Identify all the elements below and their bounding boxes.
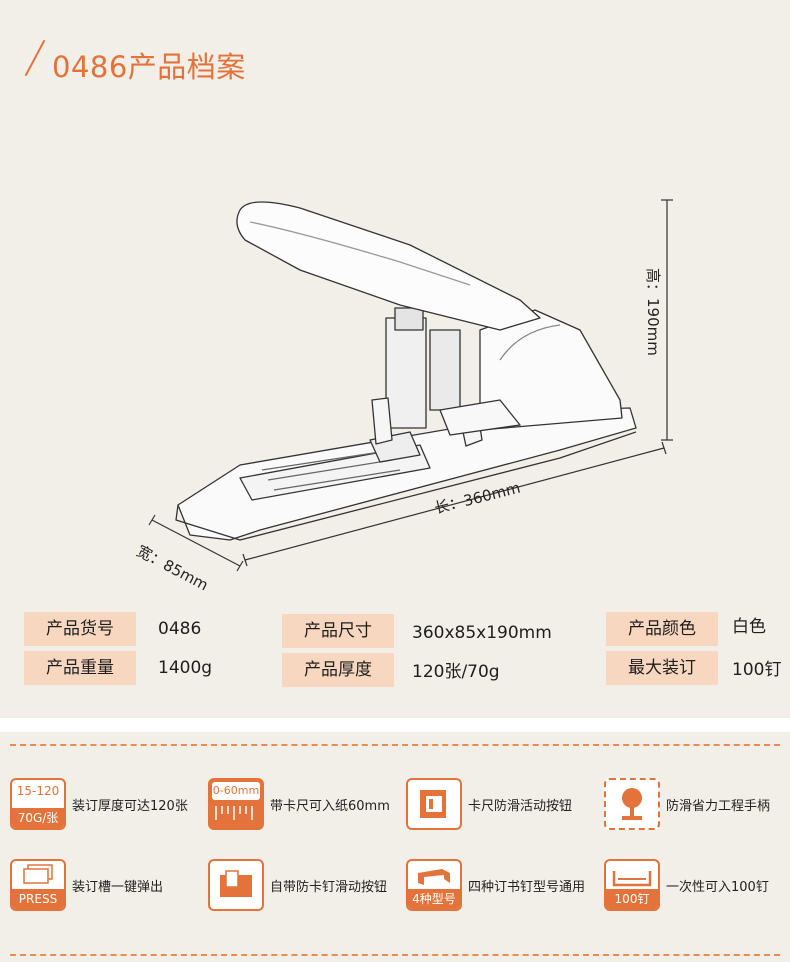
staple-types-icon-text: 4种型号	[408, 889, 460, 909]
feature-label: 带卡尺可入纸60mm	[270, 798, 390, 814]
features-bottom-border	[10, 954, 780, 956]
thickness-icon: 15-120 70G/张	[10, 776, 66, 832]
feature-staple-load: 100钉 一次性可入100钉	[604, 857, 769, 913]
feature-label: 卡尺防滑活动按钮	[468, 798, 573, 814]
spec-value-weight: 1400g	[158, 658, 213, 678]
spec-value-color: 白色	[732, 617, 766, 637]
page-title: 0486产品档案	[52, 50, 246, 84]
anti-slip-clip-icon	[406, 776, 462, 832]
spec-label-color: 产品颜色	[606, 612, 718, 646]
spec-value-size: 360x85x190mm	[412, 623, 552, 643]
ruler-icon: 0-60mm	[208, 776, 264, 832]
ruler-icon-range: 0-60mm	[212, 782, 260, 800]
eject-tray-icon-text: PRESS	[12, 889, 64, 909]
feature-ruler: 0-60mm 带卡尺可入纸60mm	[208, 776, 390, 832]
feature-label: 装订厚度可达120张	[72, 798, 188, 814]
features-top-border	[10, 744, 780, 746]
feature-label: 四种订书钉型号通用	[468, 879, 586, 895]
spec-value-item-number: 0486	[158, 619, 202, 639]
feature-label: 自带防卡钉滑动按钮	[270, 879, 388, 895]
feature-anti-slip-clip: 卡尺防滑活动按钮	[406, 776, 572, 832]
staple-types-icon: 4种型号	[406, 857, 462, 913]
spec-value-max-staples: 100钉	[732, 660, 782, 680]
thickness-icon-unit: 70G/张	[12, 808, 64, 828]
slide-button-icon	[208, 857, 264, 913]
eject-tray-icon: PRESS	[10, 857, 66, 913]
feature-eject-tray: PRESS 装订槽一键弹出	[10, 857, 163, 913]
spec-label-thickness: 产品厚度	[282, 653, 394, 687]
section-divider	[0, 718, 790, 732]
height-dimension-label: 高：190mm	[644, 268, 662, 356]
spec-label-weight: 产品重量	[24, 651, 136, 685]
thickness-icon-range: 15-120	[16, 784, 60, 798]
spec-label-max-staples: 最大装订	[606, 651, 718, 685]
feature-label: 一次性可入100钉	[666, 879, 769, 895]
feature-label: 防滑省力工程手柄	[666, 798, 771, 814]
feature-thickness: 15-120 70G/张 装订厚度可达120张	[10, 776, 188, 832]
feature-label: 装订槽一键弹出	[72, 879, 164, 895]
staple-load-icon: 100钉	[604, 857, 660, 913]
feature-handle: 防滑省力工程手柄	[604, 776, 770, 832]
feature-slide-button: 自带防卡钉滑动按钮	[208, 857, 387, 913]
features-section	[0, 732, 790, 962]
spec-label-size: 产品尺寸	[282, 614, 394, 648]
feature-staple-types: 4种型号 四种订书钉型号通用	[406, 857, 585, 913]
stapler-illustration	[148, 199, 673, 572]
spec-value-thickness: 120张/70g	[412, 662, 500, 682]
staple-load-icon-text: 100钉	[606, 889, 658, 909]
spec-label-item-number: 产品货号	[24, 612, 136, 646]
handle-icon	[604, 776, 660, 832]
product-profile-section: 0486产品档案	[24, 39, 782, 687]
